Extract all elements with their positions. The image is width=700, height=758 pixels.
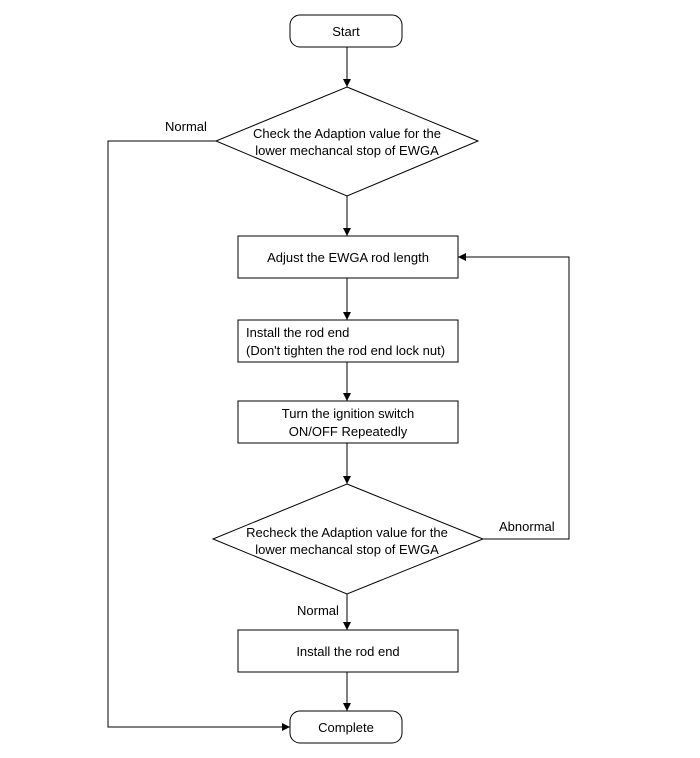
install-final-process: Install the rod end	[237, 629, 459, 673]
turn-ignition-label-line1: Turn the ignition switch	[282, 406, 414, 421]
install-rod-end-label-line2: (Don't tighten the rod end lock nut)	[246, 343, 445, 358]
complete-node: Complete	[289, 710, 403, 744]
install-rod-end-process: Install the rod end (Don't tighten the r…	[237, 319, 459, 363]
edge-label-recheck-abnormal: Abnormal	[499, 519, 555, 534]
edge-label-check-normal: Normal	[165, 119, 207, 134]
start-label: Start	[332, 24, 360, 39]
arrow-recheck-abnormal-to-adjust	[458, 253, 570, 540]
arrow-check-normal-to-complete	[107, 140, 290, 731]
recheck-label-line2: lower mechancal stop of EWGA	[255, 542, 439, 557]
install-rod-end-label-line1: Install the rod end	[246, 325, 349, 340]
edge-label-recheck-normal: Normal	[297, 603, 339, 618]
check-decision: Check the Adaption value for the lower m…	[214, 86, 480, 197]
adjust-process: Adjust the EWGA rod length	[237, 235, 459, 279]
turn-ignition-label-line2: ON/OFF Repeatedly	[289, 424, 408, 439]
check-label-line2: lower mechancal stop of EWGA	[255, 143, 439, 158]
recheck-decision: Recheck the Adaption value for the lower…	[211, 483, 485, 595]
complete-label: Complete	[318, 720, 374, 735]
start-node: Start	[289, 14, 403, 48]
check-label-line1: Check the Adaption value for the	[253, 126, 441, 141]
adjust-label: Adjust the EWGA rod length	[267, 250, 429, 265]
install-final-label: Install the rod end	[296, 644, 399, 659]
recheck-label-line1: Recheck the Adaption value for the	[246, 525, 448, 540]
turn-ignition-process: Turn the ignition switch ON/OFF Repeated…	[237, 400, 459, 444]
